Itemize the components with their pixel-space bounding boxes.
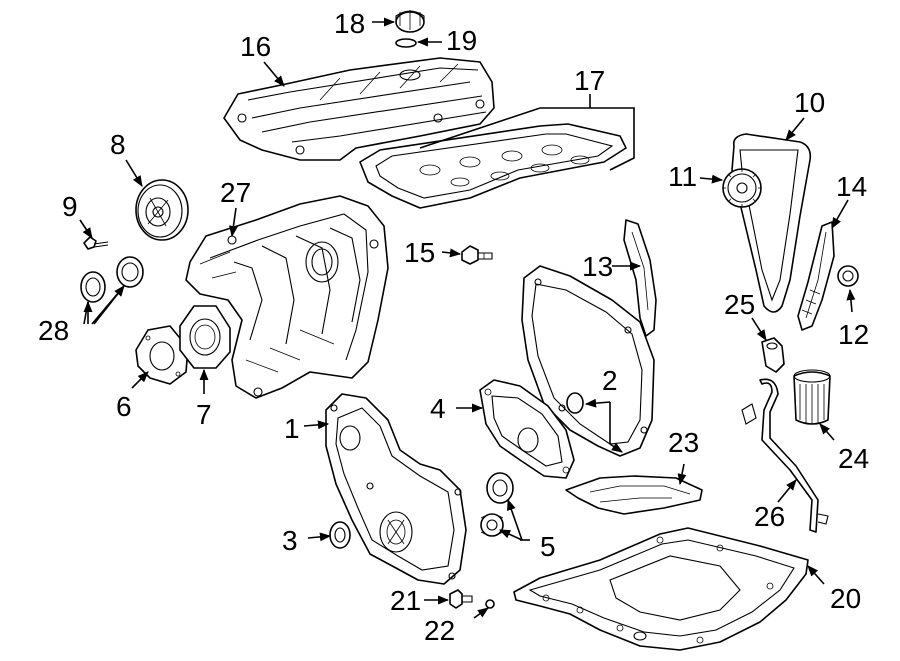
callout-12: 12	[838, 319, 869, 350]
callout-26: 26	[754, 501, 785, 532]
callout-8: 8	[110, 129, 126, 160]
oil-drain-plug	[449, 589, 473, 609]
callout-5: 5	[540, 531, 556, 562]
callout-17: 17	[574, 65, 605, 96]
callout-2: 2	[602, 365, 618, 396]
valve-cover	[223, 57, 495, 161]
crankshaft-seals	[80, 256, 144, 303]
callout-labels: 18 19 16 17 10 11 8 14 27 9 15 13 25 28 …	[38, 8, 869, 646]
callout-4: 4	[430, 393, 446, 424]
chain-tensioner	[761, 337, 785, 373]
intake-manifold	[185, 195, 389, 399]
oil-pump-gears	[480, 472, 514, 537]
sensor-bolt	[461, 245, 493, 265]
callout-10: 10	[794, 87, 825, 118]
callout-3: 3	[282, 525, 298, 556]
callout-18: 18	[334, 8, 365, 39]
throttle-body-gasket	[135, 325, 189, 385]
oil-dipstick-tube	[741, 378, 829, 533]
callout-19: 19	[446, 25, 477, 56]
oil-filter	[793, 369, 831, 425]
callout-27: 27	[220, 177, 251, 208]
callout-16: 16	[240, 31, 271, 62]
timing-chain-cover-rear	[521, 265, 655, 457]
manifold-gasket	[179, 305, 231, 369]
callout-20: 20	[830, 583, 861, 614]
chain-tensioner-guide	[797, 221, 835, 331]
callout-28: 28	[38, 315, 69, 346]
front-crank-seal	[329, 521, 351, 549]
oil-filler-cap	[395, 10, 425, 33]
oil-pan	[513, 527, 809, 651]
callout-7: 7	[196, 399, 212, 430]
timing-chain-guide	[623, 219, 657, 337]
camshaft-sprocket	[722, 168, 762, 208]
callout-1: 1	[284, 413, 300, 444]
oil-pan-baffle	[565, 475, 703, 515]
callout-6: 6	[116, 391, 132, 422]
crankshaft-pulley	[135, 179, 189, 241]
callout-13: 13	[582, 251, 613, 282]
callout-25: 25	[724, 289, 755, 320]
timing-chain	[731, 133, 812, 313]
callout-14: 14	[836, 171, 867, 202]
callout-9: 9	[62, 191, 78, 222]
pulley-bolt	[83, 236, 109, 250]
callout-15: 15	[404, 237, 435, 268]
callout-21: 21	[390, 585, 421, 616]
drain-plug-washer	[485, 599, 495, 609]
callout-23: 23	[668, 427, 699, 458]
oil-pump	[479, 379, 575, 479]
crankshaft-sprocket	[837, 265, 859, 287]
leader-lines	[79, 17, 856, 619]
callout-24: 24	[838, 443, 869, 474]
callout-22: 22	[424, 615, 455, 646]
callout-11: 11	[668, 161, 697, 192]
engine-front-cover	[325, 393, 467, 585]
filler-cap-o-ring	[395, 38, 417, 48]
